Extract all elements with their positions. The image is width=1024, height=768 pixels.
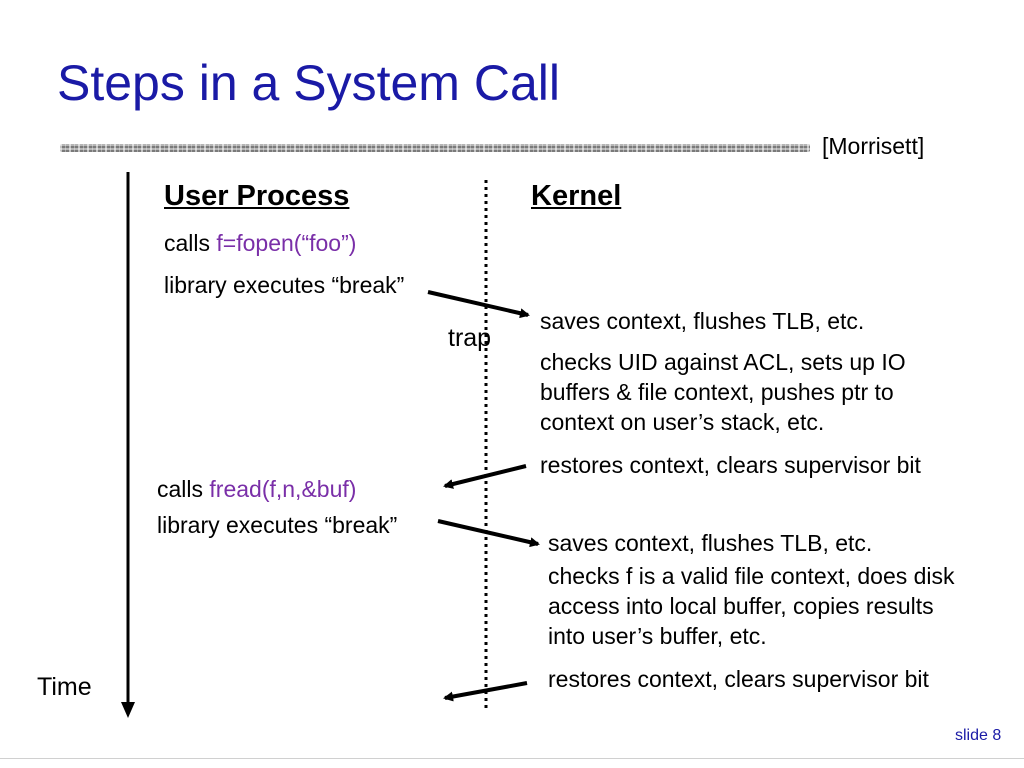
title-divider bbox=[60, 144, 810, 152]
trap-arrow-2 bbox=[437, 519, 540, 548]
user-step-code: fread(f,n,&buf) bbox=[209, 476, 357, 502]
user-step-prefix: calls bbox=[157, 476, 210, 502]
return-arrow-1 bbox=[443, 464, 527, 489]
slide-title: Steps in a System Call bbox=[57, 55, 560, 111]
trap-arrow-1 bbox=[427, 290, 530, 319]
kernel-step-check-file: checks f is a valid file context, does d… bbox=[548, 563, 955, 649]
user-step-break-2: library executes “break” bbox=[157, 512, 398, 538]
kernel-heading: Kernel bbox=[531, 180, 622, 212]
trap-label: trap bbox=[448, 324, 492, 352]
user-step-code: f=fopen(“foo”) bbox=[216, 230, 357, 256]
slide-number: slide 8 bbox=[955, 727, 1002, 744]
user-step-fopen: calls f=fopen(“foo”) bbox=[164, 229, 356, 259]
return-arrow-2 bbox=[443, 681, 528, 702]
kernel-step-save-2: saves context, flushes TLB, etc. bbox=[548, 530, 873, 556]
user-step-fread: calls fread(f,n,&buf) bbox=[157, 475, 356, 505]
user-process-heading: User Process bbox=[164, 180, 350, 212]
kernel-step-restore-2: restores context, clears supervisor bit bbox=[548, 666, 929, 692]
time-label: Time bbox=[37, 673, 92, 701]
credit-label: [Morrisett] bbox=[822, 133, 925, 159]
kernel-step-save-1: saves context, flushes TLB, etc. bbox=[540, 308, 865, 334]
user-step-break-1: library executes “break” bbox=[164, 272, 405, 298]
kernel-step-check-uid: checks UID against ACL, sets up IO buffe… bbox=[540, 349, 906, 435]
user-step-prefix: calls bbox=[164, 230, 217, 256]
time-axis-arrowhead bbox=[121, 702, 135, 718]
kernel-step-restore-1: restores context, clears supervisor bit bbox=[540, 452, 921, 478]
footer-divider bbox=[0, 758, 1024, 759]
